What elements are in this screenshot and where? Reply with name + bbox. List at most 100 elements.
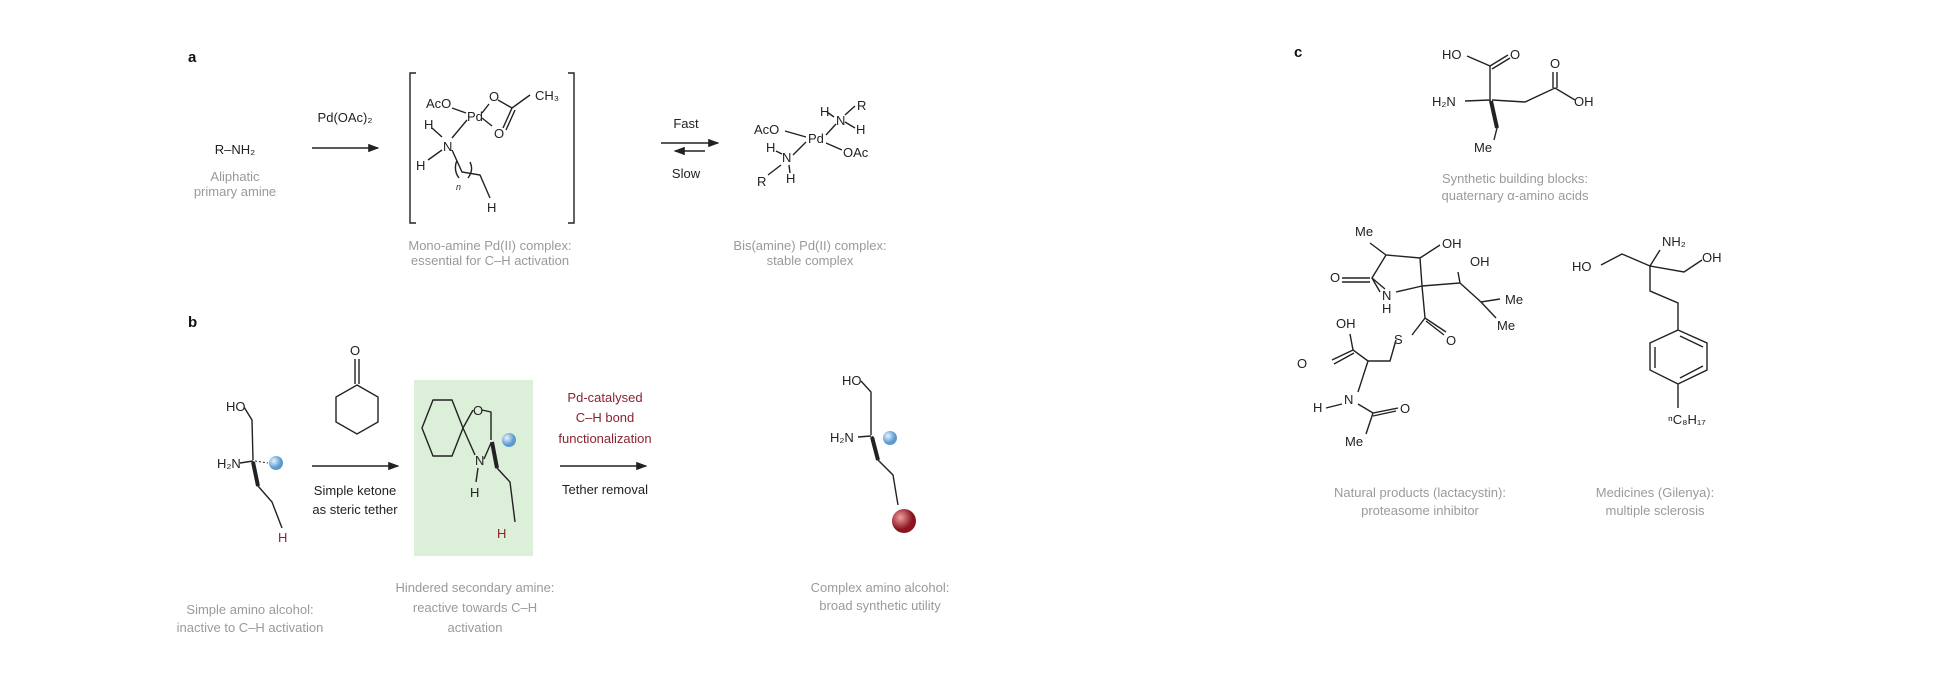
atom-ho: HO (1442, 47, 1462, 62)
intermediate-caption-3: activation (448, 620, 503, 635)
atom-h2n: H₂N (1432, 94, 1456, 109)
step1-label-2: as steric tether (312, 502, 398, 517)
lactacystin-caption-1: Natural products (lactacystin): (1334, 485, 1506, 500)
atom-o: O (350, 343, 360, 358)
atom-h: H (766, 140, 775, 155)
atom-h: H (820, 104, 829, 119)
intermediate-caption-2: reactive towards C–H (413, 600, 537, 615)
bonds (1464, 54, 1576, 141)
product-caption-1: Complex amino alcohol: (811, 580, 950, 595)
mono-amine-pd-complex: AcO Pd O CH₃ O H N H n H (409, 72, 575, 224)
atom-ch3: CH₃ (535, 88, 559, 103)
atom-nh2: NH₂ (1662, 234, 1686, 249)
atom-h-red: H (278, 530, 287, 545)
quaternary-amino-acid: HO O O H₂N OH Me (1432, 47, 1594, 155)
bis-caption-2: stable complex (767, 253, 854, 268)
panel-label-c: c (1294, 44, 1302, 61)
wedge-bond (251, 461, 260, 487)
atom-me: Me (1497, 318, 1515, 333)
blue-sphere-substituent (502, 433, 516, 447)
cyclohexanone: O (335, 343, 379, 435)
atom-n: N (443, 139, 452, 154)
atom-ho: HO (842, 373, 862, 388)
panel-label-b: b (188, 314, 197, 331)
atom-h: H (1382, 301, 1391, 316)
reagent-label: Pd(OAc)₂ (318, 110, 373, 125)
panel-b: b HO H₂N H Simple amino alcohol: inactiv… (177, 314, 950, 635)
blue-sphere-substituent (269, 456, 283, 470)
step2-label-1: Pd-catalysed (567, 390, 642, 405)
spiro-oxazolidine: O N H H (421, 399, 516, 541)
gilenya-caption-1: Medicines (Gilenya): (1596, 485, 1715, 500)
atom-h: H (470, 485, 479, 500)
complex-amino-alcohol: HO H₂N (830, 373, 916, 533)
atom-o: O (494, 126, 504, 141)
hash-bond (254, 460, 269, 464)
atom-h: H (416, 158, 425, 173)
atom-aco: AcO (754, 122, 779, 137)
bonds (335, 359, 379, 435)
atom-n: N (475, 453, 484, 468)
atom-me: Me (1474, 140, 1492, 155)
atom-me: Me (1505, 292, 1523, 307)
atom-n: N (1382, 288, 1391, 303)
mono-caption-1: Mono-amine Pd(II) complex: (408, 238, 571, 253)
atom-h2n: H₂N (830, 430, 854, 445)
atom-o: O (1297, 356, 1307, 371)
bonds (767, 105, 856, 176)
atom-h: H (424, 117, 433, 132)
atom-o: O (489, 89, 499, 104)
atom-o: O (1550, 56, 1560, 71)
atom-oh: OH (1702, 250, 1722, 265)
amino-acid-caption-2: quaternary α-amino acids (1442, 188, 1589, 203)
equilibrium-slow-label: Slow (672, 166, 701, 181)
step1-label-1: Simple ketone (314, 483, 396, 498)
wedge-bond (870, 436, 880, 461)
simple-amino-alcohol: HO H₂N H (217, 399, 287, 545)
tether-removal-label: Tether removal (562, 482, 648, 497)
reactant-amine: R–NH₂ (215, 142, 255, 157)
atom-o: O (1400, 401, 1410, 416)
atom-h: H (786, 171, 795, 186)
atom-aco: AcO (426, 96, 451, 111)
atom-h: H (1313, 400, 1322, 415)
atom-o: O (473, 403, 483, 418)
reactant-caption-2: primary amine (194, 184, 276, 199)
panel-c: c HO O O H₂N OH Me Synthetic building bl… (1294, 44, 1722, 518)
wedge-bond (1489, 100, 1499, 129)
blue-sphere-substituent (883, 431, 897, 445)
wedge-bond (490, 441, 499, 469)
start-caption-1: Simple amino alcohol: (186, 602, 313, 617)
atom-ho: HO (1572, 259, 1592, 274)
equilibrium-fast-label: Fast (673, 116, 699, 131)
atom-oh: OH (1574, 94, 1594, 109)
atom-me: Me (1355, 224, 1373, 239)
gilenya-structure: NH₂ HO OH ⁿC₈H₁₇ (1572, 234, 1722, 427)
atom-n-index: n (456, 182, 461, 192)
bonds (1325, 242, 1501, 435)
product-caption-2: broad synthetic utility (819, 598, 941, 613)
highlight-box (414, 380, 533, 556)
atom-h-red: H (497, 526, 506, 541)
atom-oh: OH (1442, 236, 1462, 251)
bis-amine-pd-complex: AcO Pd OAc H N R H H N R H (754, 98, 869, 189)
step2-label-3: functionalization (558, 431, 651, 446)
reactant-caption-1: Aliphatic (210, 169, 260, 184)
atom-r: R (857, 98, 866, 113)
lactacystin-caption-2: proteasome inhibitor (1361, 503, 1479, 518)
atom-n: N (782, 150, 791, 165)
atom-o: O (1446, 333, 1456, 348)
atom-pd: Pd (467, 109, 483, 124)
bonds (421, 399, 516, 523)
mono-caption-2: essential for C–H activation (411, 253, 569, 268)
atom-octyl-chain: ⁿC₈H₁₇ (1668, 412, 1706, 427)
atom-r: R (757, 174, 766, 189)
atom-oac: OAc (843, 145, 869, 160)
bonds (427, 94, 531, 199)
atom-pd: Pd (808, 131, 824, 146)
atom-h2n: H₂N (217, 456, 241, 471)
atom-ho: HO (226, 399, 246, 414)
lactacystin-structure: Me OH OH O N H Me Me OH S O O H N O Me (1297, 224, 1523, 449)
atom-o: O (1510, 47, 1520, 62)
